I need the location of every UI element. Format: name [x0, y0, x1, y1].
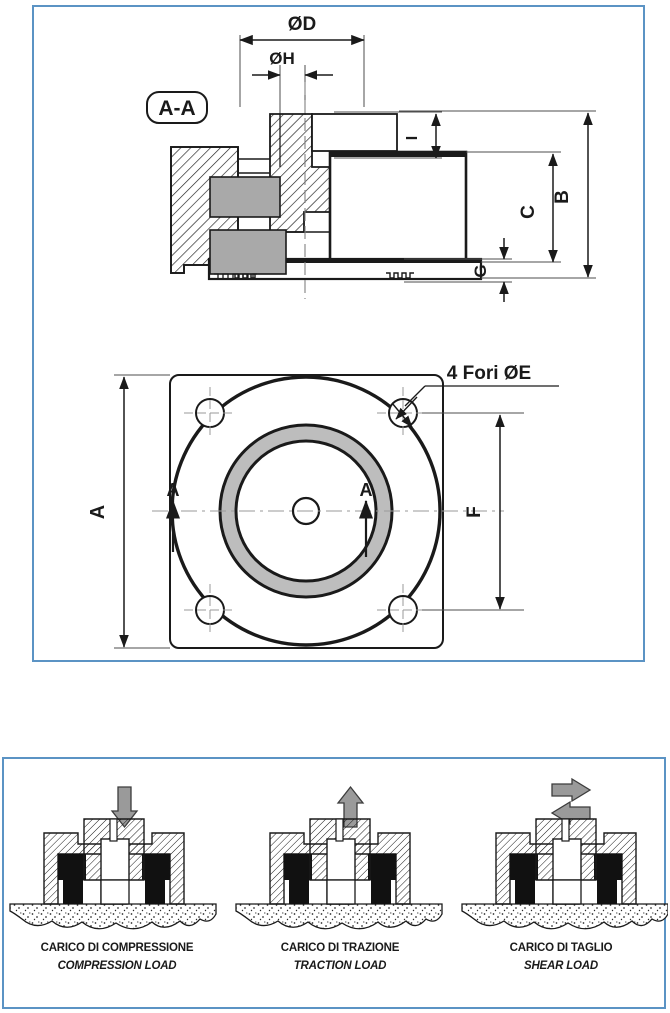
callout-four-holes: 4 Fori ØE [391, 363, 559, 428]
dimension-label-f: F [464, 506, 485, 518]
rubber-lower-left [515, 880, 535, 904]
rubber-lower-right [145, 880, 165, 904]
rubber-lower-right [371, 880, 391, 904]
rubber-upper-right [594, 854, 622, 880]
ground-hatch [461, 903, 668, 930]
load-conditions-panel: CARICO DI COMPRESSIONE COMPRESSION LOAD … [2, 757, 668, 1009]
stud [109, 818, 118, 842]
ground-hatch [9, 903, 217, 930]
section-arrow-left: A [165, 480, 181, 552]
rubber-lower-left [63, 880, 83, 904]
callout-label-four-holes: 4 Fori ØE [447, 363, 531, 384]
plunger [100, 838, 130, 881]
dimension-label-oh: ØH [269, 49, 295, 68]
technical-drawing-panel: ØD ØH [32, 5, 645, 662]
section-arrow-label-left: A [167, 480, 180, 500]
caption-en-shear: SHEAR LOAD [524, 960, 598, 972]
section-detail-lines [238, 114, 330, 260]
rubber-upper-left [284, 854, 312, 880]
drawing-canvas: ØD ØH [87, 14, 596, 649]
dimension-label-b: B [552, 190, 573, 204]
stud [335, 818, 344, 842]
caption-it-compression: CARICO DI COMPRESSIONE [41, 942, 194, 954]
dimension-a: A [87, 374, 170, 649]
ground-hatch [235, 903, 443, 930]
plunger [552, 838, 582, 881]
plunger-lower [552, 879, 582, 905]
load-diagram-traction [235, 785, 443, 930]
stud [561, 818, 570, 842]
caption-it-traction: CARICO DI TRAZIONE [281, 942, 400, 954]
plunger-lower [326, 879, 356, 905]
main-body [328, 150, 468, 263]
dimension-f: F [422, 412, 524, 611]
section-arrow-right: A [358, 480, 374, 557]
load-diagram-compression [9, 786, 217, 930]
dimension-i: I [334, 111, 442, 159]
rubber-lower-left [289, 880, 309, 904]
dimension-label-i: I [404, 136, 421, 140]
load-captions: CARICO DI COMPRESSIONE COMPRESSION LOAD … [41, 942, 613, 972]
plunger [326, 838, 356, 881]
rubber-upper-left [58, 854, 86, 880]
dimension-label-c: C [518, 205, 539, 219]
caption-en-traction: TRACTION LOAD [294, 960, 387, 972]
dimension-c: C [466, 151, 561, 263]
dimension-label-od: ØD [288, 14, 317, 35]
rubber-upper-right [368, 854, 396, 880]
loads-canvas: CARICO DI COMPRESSIONE COMPRESSION LOAD … [9, 777, 668, 972]
housing-shell [269, 832, 411, 905]
dimension-od: ØD [239, 14, 365, 107]
caption-it-shear: CARICO DI TAGLIO [510, 942, 613, 954]
top-flange-block [311, 113, 398, 152]
dimension-label-a: A [87, 505, 109, 519]
housing-shell [495, 832, 637, 905]
rubber-upper-right [142, 854, 170, 880]
housing-shell [43, 832, 185, 905]
rubber-upper-left [510, 854, 538, 880]
view-tag-aa: A-A [146, 91, 208, 124]
base-serrations [231, 272, 414, 279]
plan-view: A A 4 Fori ØE A [87, 363, 559, 649]
section-arrow-label-right: A [360, 480, 373, 500]
arrow-left-right-icon [550, 777, 592, 826]
rubber-lower-right [597, 880, 617, 904]
dimension-g: G [404, 238, 512, 302]
load-diagram-shear [461, 777, 668, 930]
view-tag-label: A-A [158, 97, 195, 120]
caption-en-compression: COMPRESSION LOAD [58, 960, 177, 972]
plunger-lower [100, 879, 130, 905]
dimension-oh: ØH [252, 49, 333, 115]
dimension-label-g: G [471, 264, 490, 277]
rubber-elements [209, 176, 287, 280]
section-view-aa: ØD ØH [146, 14, 596, 302]
